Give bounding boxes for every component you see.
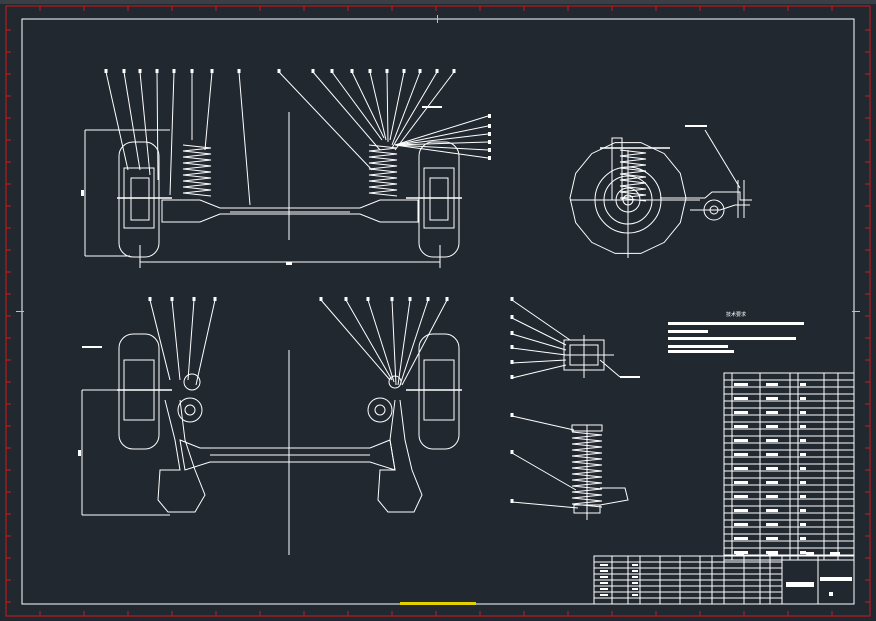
title-block[interactable] xyxy=(593,555,855,605)
window-top-strip xyxy=(0,0,876,4)
center-markers xyxy=(16,15,860,605)
front-view[interactable] xyxy=(81,69,491,268)
outer-frame xyxy=(5,5,871,617)
parts-list-table[interactable] xyxy=(723,372,855,561)
detail-bushing[interactable] xyxy=(510,297,641,379)
top-view[interactable] xyxy=(78,297,462,555)
side-view[interactable] xyxy=(569,125,752,258)
tech-title: 技术要求 xyxy=(726,311,746,318)
detail-spring-damper[interactable] xyxy=(510,413,629,520)
technical-requirements: 技术要求 xyxy=(668,311,804,353)
